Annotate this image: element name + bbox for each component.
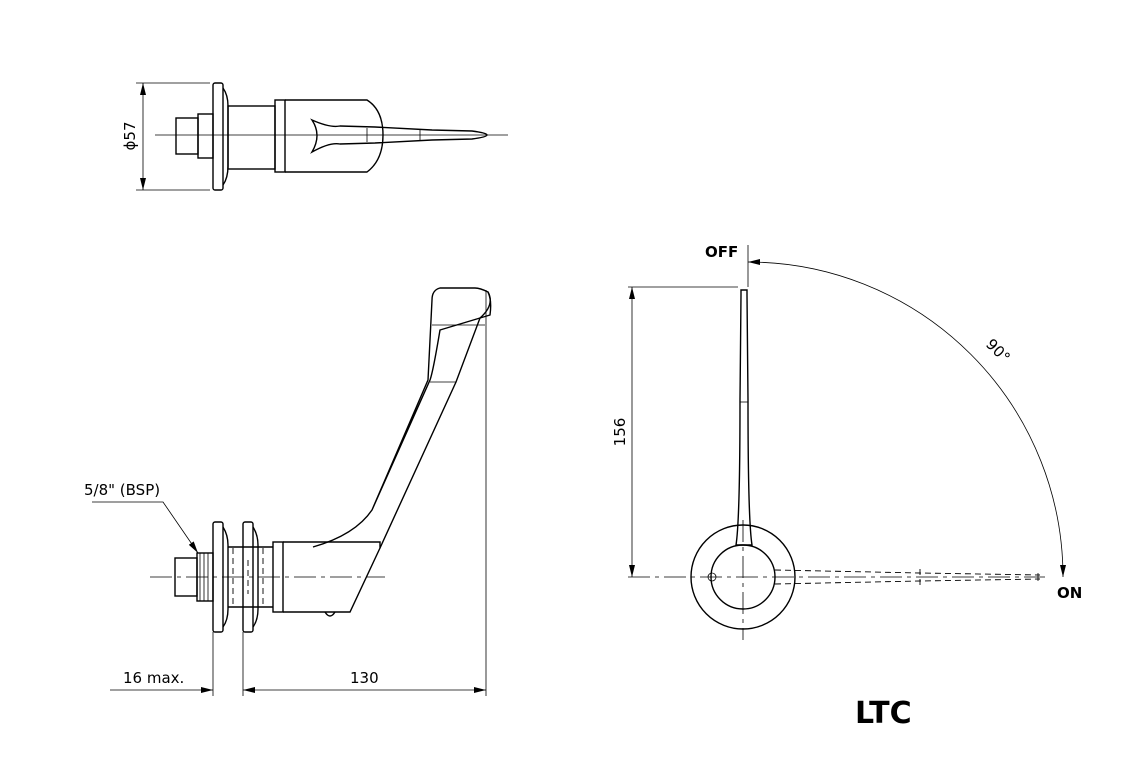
wall-depth-label: 16 max. <box>123 669 184 687</box>
lever-top <box>310 118 488 154</box>
spindle <box>175 117 199 155</box>
top-view: ϕ57 <box>121 82 508 191</box>
side-view: 5/8" (BSP) 16 max. 130 <box>84 287 492 696</box>
front-view: 156 90° OFF ON <box>611 243 1082 640</box>
thread-label: 5/8" (BSP) <box>84 481 160 499</box>
thread <box>196 552 214 602</box>
on-label: ON <box>1057 584 1082 602</box>
rotation-arc <box>747 259 1066 578</box>
angle-label: 90° <box>982 335 1014 367</box>
model-label: LTC <box>855 696 912 731</box>
projection-label: 130 <box>350 669 379 687</box>
height-label: 156 <box>611 418 629 447</box>
cover-plate <box>242 521 254 633</box>
wall-plate <box>212 82 224 191</box>
off-label: OFF <box>705 243 738 261</box>
lever-off-position <box>735 289 753 546</box>
thread-leader <box>92 501 199 554</box>
lever-side <box>312 287 492 548</box>
wall-rose <box>690 524 796 630</box>
diameter-label: ϕ57 <box>121 122 139 151</box>
